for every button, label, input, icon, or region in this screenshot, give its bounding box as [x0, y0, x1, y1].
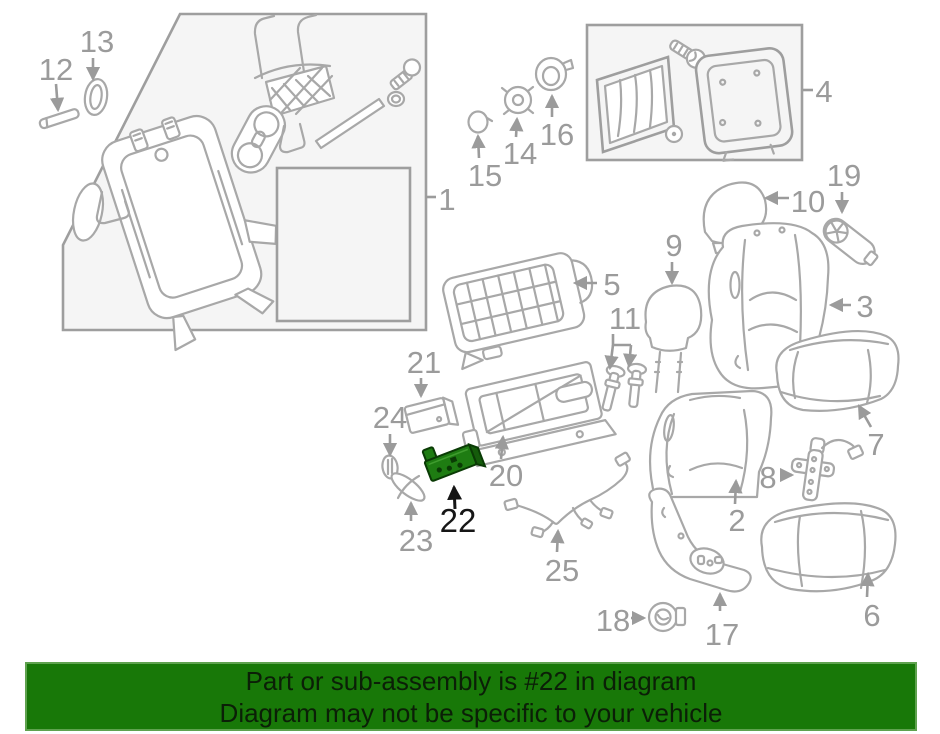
part-lumbar-frame	[253, 13, 336, 118]
part-switch-knob-18	[647, 601, 687, 633]
part-bolt	[389, 58, 422, 91]
callout-label-7[interactable]: 7	[867, 427, 884, 462]
part-knob-14	[500, 85, 535, 116]
part-map-pocket	[595, 55, 676, 154]
part-control-module-22-highlighted[interactable]	[420, 432, 487, 486]
part-seat-track-20	[461, 361, 617, 468]
part-seat-back-panel	[694, 47, 794, 162]
part-seat-cushion-7	[775, 329, 900, 412]
part-seat-cushion-6	[760, 502, 897, 593]
callout-label-24[interactable]: 24	[373, 400, 407, 435]
part-bracket-plate-21	[403, 396, 460, 434]
part-torsion-rod	[314, 97, 386, 150]
part-recliner-bracket-8	[790, 437, 836, 502]
part-loop-13	[83, 78, 109, 116]
callout-label-6[interactable]: 6	[863, 598, 880, 633]
callout-label-17[interactable]: 17	[705, 617, 739, 652]
part-cap-15	[467, 110, 494, 134]
callout-label-3[interactable]: 3	[856, 289, 873, 324]
callout-label-10[interactable]: 10	[791, 184, 825, 219]
callout-label-18[interactable]: 18	[596, 603, 630, 638]
part-wiring-harness-25	[503, 451, 631, 539]
banner-line-1: Part or sub-assembly is #22 in diagram	[245, 665, 697, 696]
callout-label-12[interactable]: 12	[39, 52, 73, 87]
callout-label-13[interactable]: 13	[80, 24, 114, 59]
part-guide-pin-b	[626, 362, 648, 409]
callout-label-5[interactable]: 5	[603, 267, 620, 302]
callout-label-11[interactable]: 11	[609, 301, 641, 336]
part-seat-back-frame	[101, 114, 278, 352]
callout-label-9[interactable]: 9	[665, 228, 682, 263]
part-cushion-pan-5	[442, 252, 594, 371]
highlight-info-banner: Part or sub-assembly is #22 in diagram D…	[25, 662, 917, 731]
part-trim-strip-23	[390, 472, 426, 502]
part-frame-clip-b	[161, 116, 181, 141]
callout-arrows	[49, 58, 875, 626]
callout-label-19[interactable]: 19	[827, 158, 861, 193]
part-recliner-handle-19	[822, 217, 879, 267]
part-nut	[386, 90, 406, 108]
seat-exploded-diagram: 1 2 3 4 5 6 7 8 9 10 11 12 13 14 15 16 1…	[38, 12, 900, 652]
part-frame-clip-a	[129, 128, 149, 153]
callout-label-20[interactable]: 20	[489, 458, 523, 493]
callout-label-23[interactable]: 23	[399, 523, 433, 558]
part-guide-pin-a	[601, 364, 626, 412]
callout-label-1[interactable]: 1	[438, 182, 455, 217]
part-trim-strip-12	[38, 108, 80, 130]
callout-label-2[interactable]: 2	[728, 503, 745, 538]
part-ring-16	[534, 56, 575, 92]
callout-label-22-highlighted[interactable]: 22	[440, 502, 477, 539]
banner-line-2: Diagram may not be specific to your vehi…	[219, 697, 723, 728]
highlight-arrow-22	[447, 484, 463, 510]
callout-label-25[interactable]: 25	[545, 553, 579, 588]
part-seat-back-cushion-2	[648, 389, 773, 499]
part-lumbar-roller	[230, 105, 287, 174]
callout-label-14[interactable]: 14	[503, 136, 537, 171]
part-side-wire	[95, 188, 130, 225]
callout-label-16[interactable]: 16	[540, 117, 574, 152]
part-side-pad	[71, 182, 105, 242]
callout-label-8[interactable]: 8	[759, 460, 776, 495]
callout-label-21[interactable]: 21	[407, 345, 441, 380]
part-headrest-9	[644, 284, 703, 394]
inset-box	[275, 166, 412, 323]
part-side-shield-17	[648, 487, 752, 593]
part-harness-lead-7	[820, 438, 864, 460]
callout-label-15[interactable]: 15	[468, 158, 502, 193]
part-u-clip	[278, 122, 306, 154]
part-grommet	[664, 124, 684, 144]
callout-label-4[interactable]: 4	[815, 74, 832, 109]
